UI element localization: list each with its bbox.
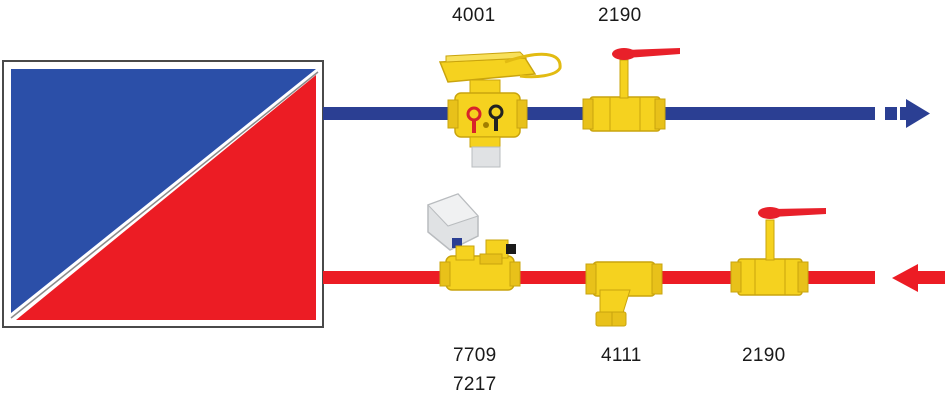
valve-7709-7217-icon [427,193,521,291]
flow-in-arrow-icon [892,264,918,292]
label-ball-valve-top: 2190 [598,5,642,26]
ball-valve-2190-bottom-icon [730,207,826,296]
label-valve-4001: 4001 [452,5,496,26]
heat-exchanger-box [2,60,324,328]
valve-4001-icon [438,51,562,168]
ball-valve-2190-top-icon [582,48,680,132]
label-valve-7709: 7709 [453,345,497,366]
hot-side-triangle [16,75,316,320]
cold-side-triangle [11,69,316,313]
label-strainer-4111: 4111 [601,345,642,366]
label-valve-7217: 7217 [453,374,497,395]
label-ball-valve-bottom: 2190 [742,345,786,366]
strainer-4111-icon [585,261,663,327]
flow-out-arrow-icon [906,99,930,128]
